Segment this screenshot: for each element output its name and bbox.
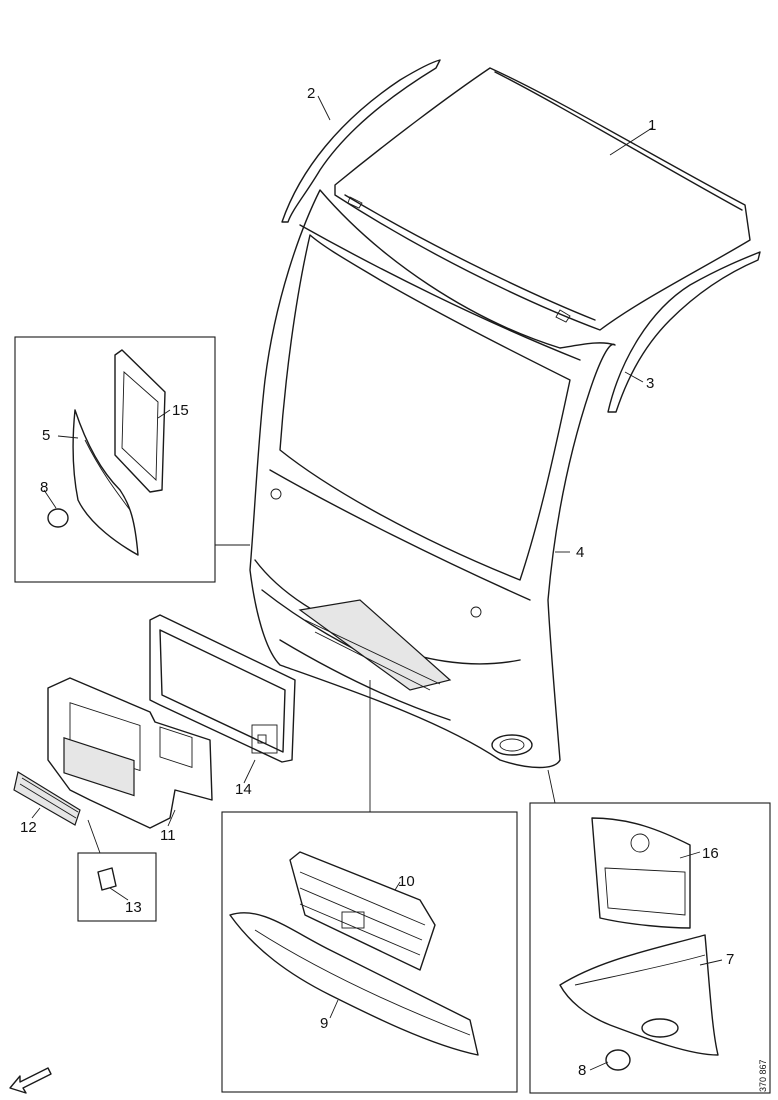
callout-11: 11 <box>160 827 176 844</box>
callout-1: 1 <box>648 117 656 134</box>
inner-front-panel <box>47 677 213 829</box>
drawing-reference: 370 867 <box>758 1059 768 1092</box>
callout-5: 5 <box>42 427 50 444</box>
blanking-plug-right <box>605 1049 631 1071</box>
callout-8-inset-left: 8 <box>40 479 48 496</box>
callout-3: 3 <box>646 375 654 392</box>
callout-7: 7 <box>726 951 734 968</box>
service-hatch <box>149 614 296 763</box>
callouts: 1 2 3 4 5 7 8 8 8 9 10 11 12 13 14 15 16 <box>20 85 734 1079</box>
callout-4: 4 <box>576 544 584 561</box>
inset-grille-bumper <box>221 680 518 1093</box>
left-roof-trim <box>281 59 441 223</box>
callout-2: 2 <box>307 85 315 102</box>
direction-arrow-icon <box>9 1067 52 1094</box>
callout-16: 16 <box>702 845 719 862</box>
blanking-plug-left <box>47 508 69 528</box>
callout-12: 12 <box>20 819 37 836</box>
callout-10: 10 <box>398 873 415 890</box>
mesh-grille <box>13 771 81 826</box>
inset-left-corner-panel <box>14 336 250 583</box>
right-roof-trim <box>607 251 761 413</box>
callout-14: 14 <box>235 781 252 798</box>
callout-8-inset-right: 8 <box>578 1062 586 1079</box>
inset-right-corner-panel <box>529 769 771 1094</box>
front-cab-shell <box>249 189 616 769</box>
inset-clip <box>77 819 157 922</box>
callout-9: 9 <box>320 1015 328 1032</box>
callout-13: 13 <box>125 899 142 916</box>
roof-panel <box>334 67 751 331</box>
callout-15: 15 <box>172 402 189 419</box>
leader-lines <box>31 95 723 1071</box>
